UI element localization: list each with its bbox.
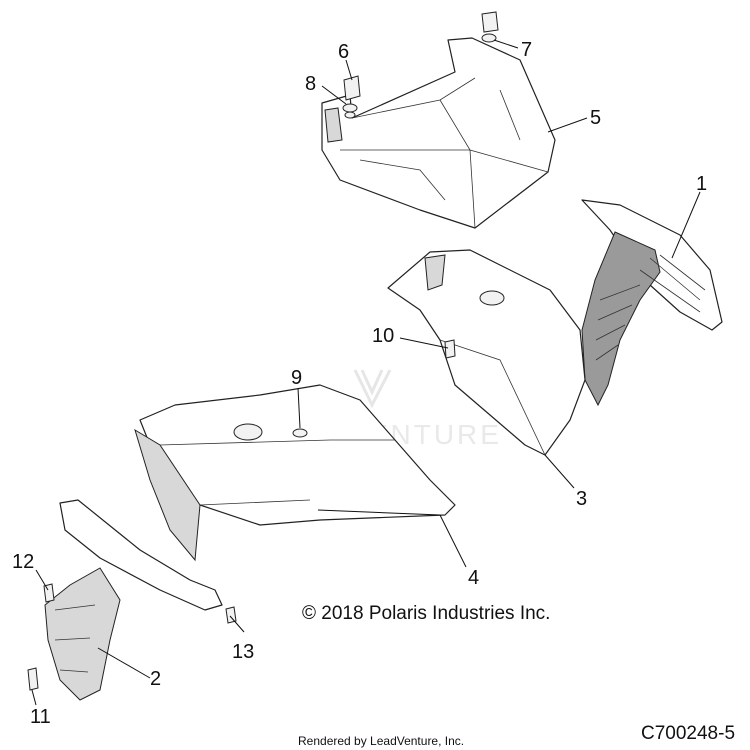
leader-1 — [671, 191, 701, 259]
leader-5 — [547, 117, 588, 133]
part-5-hood[interactable] — [321, 37, 556, 229]
callout-6[interactable]: 6 — [338, 41, 349, 63]
leader-11 — [31, 689, 37, 706]
hardware-10[interactable] — [444, 339, 456, 359]
hardware-11[interactable] — [27, 667, 39, 691]
callout-10[interactable]: 10 — [372, 325, 394, 347]
leader-6 — [345, 59, 353, 81]
hardware-9[interactable] — [292, 428, 308, 438]
rendered-by-text: Rendered by LeadVenture, Inc. — [298, 734, 464, 748]
callout-13[interactable]: 13 — [232, 641, 254, 663]
hardware-6[interactable] — [343, 75, 361, 101]
part-1-side-panel[interactable] — [581, 199, 723, 407]
callout-11[interactable]: 11 — [30, 706, 51, 728]
callout-4[interactable]: 4 — [468, 567, 479, 589]
hardware-8[interactable] — [342, 103, 358, 119]
hardware-13[interactable] — [225, 606, 237, 624]
leader-10 — [399, 337, 449, 349]
callout-1[interactable]: 1 — [696, 173, 707, 195]
hardware-12[interactable] — [43, 583, 55, 603]
leader-4 — [317, 509, 467, 568]
leader-9 — [297, 387, 301, 429]
callout-12[interactable]: 12 — [12, 551, 34, 573]
copyright-text: © 2018 Polaris Industries Inc. — [302, 603, 550, 624]
part-3-center-panel[interactable] — [387, 249, 586, 456]
leader-7 — [493, 39, 519, 49]
hardware-7[interactable] — [481, 11, 499, 43]
callout-7[interactable]: 7 — [521, 39, 532, 61]
leader-2 — [97, 647, 151, 679]
part-2-front-side-panel[interactable] — [44, 499, 223, 701]
part-4-left-panel[interactable] — [134, 384, 456, 562]
leader-13 — [229, 615, 245, 633]
figure-id: C700248-5 — [641, 723, 735, 744]
leader-12 — [35, 569, 49, 591]
callout-5[interactable]: 5 — [590, 107, 601, 129]
callout-2[interactable]: 2 — [150, 668, 161, 690]
callout-9[interactable]: 9 — [291, 367, 302, 389]
callouts: 1 2 3 4 5 6 7 8 9 10 11 12 13 — [12, 39, 707, 728]
callout-3[interactable]: 3 — [576, 488, 587, 510]
leader-3 — [544, 454, 575, 489]
leader-8 — [321, 85, 347, 105]
leader-lines — [31, 39, 701, 706]
callout-8[interactable]: 8 — [305, 73, 316, 95]
